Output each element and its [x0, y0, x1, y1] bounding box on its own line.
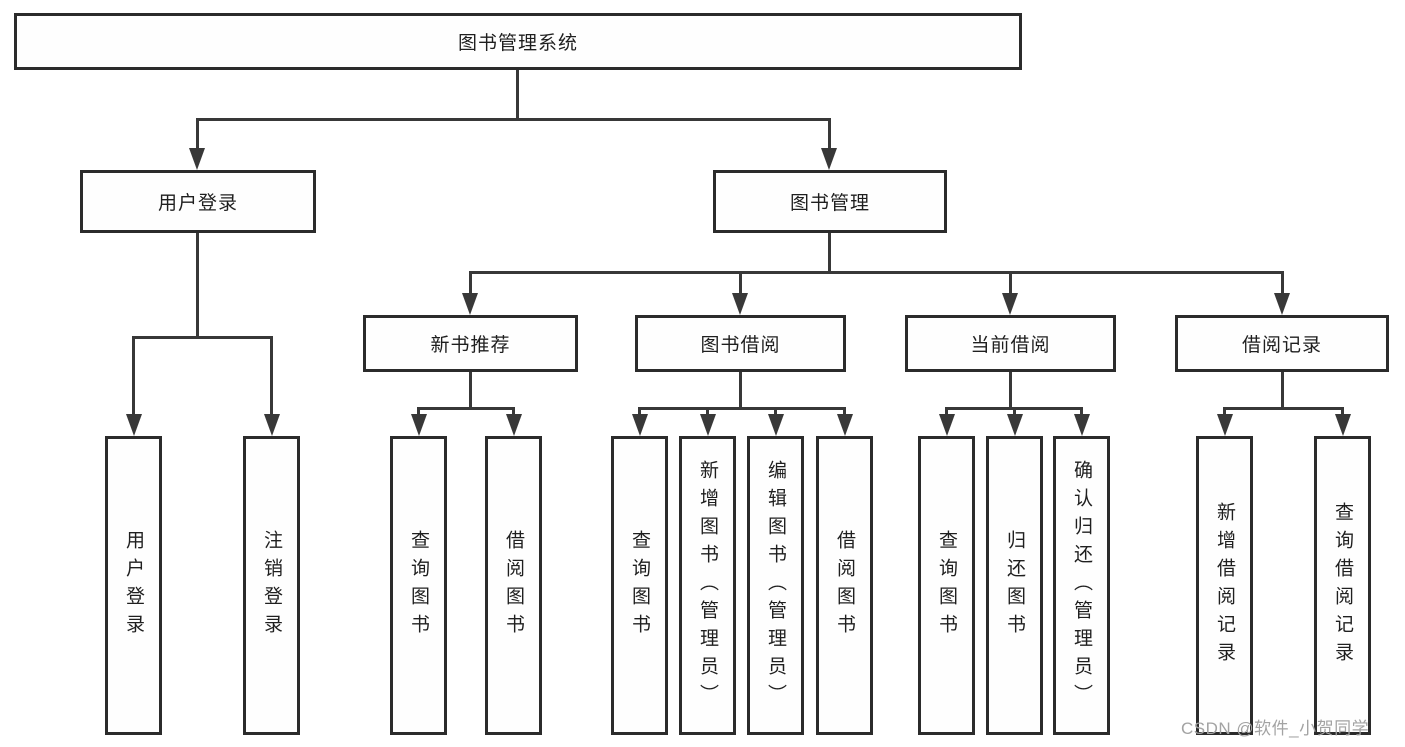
connector-drop-current-borrow: [1009, 271, 1012, 297]
connector-drop-new-book: [469, 271, 472, 297]
arrowhead-bb-borrow: [837, 414, 853, 436]
arrowhead-cb-query: [939, 414, 955, 436]
connector-drop-cb-return: [1013, 407, 1016, 419]
arrowhead-book-borrow: [732, 293, 748, 315]
arrowhead-bb-edit: [768, 414, 784, 436]
connector-root-stem: [516, 70, 519, 118]
arrowhead-bb-query: [632, 414, 648, 436]
leaf-newbook-borrow-books-label: 借阅图书: [503, 529, 524, 642]
connector-drop-bb-borrow: [843, 407, 846, 419]
node-root-system: 图书管理系统: [14, 13, 1022, 70]
connector-drop-bb-add: [706, 407, 709, 419]
arrowhead-user-login: [189, 148, 205, 170]
connector-drop-br-add: [1223, 407, 1226, 419]
connector-drop-leaf-login: [132, 336, 135, 416]
leaf-edit-books-admin-label: 编辑图书（管理员）: [765, 459, 786, 712]
node-current-borrow: 当前借阅: [905, 315, 1116, 372]
connector-drop-book-borrow: [739, 271, 742, 297]
node-book-borrow: 图书借阅: [635, 315, 846, 372]
leaf-return-books: 归还图书: [986, 436, 1043, 735]
leaf-user-login: 用户登录: [105, 436, 162, 735]
leaf-borrow-query-books: 查询图书: [611, 436, 668, 735]
arrowhead-cb-return: [1007, 414, 1023, 436]
connector-drop-cb-query: [945, 407, 948, 419]
leaf-current-query-books: 查询图书: [918, 436, 975, 735]
connector-user-login-stem: [196, 233, 199, 336]
arrowhead-new-book: [462, 293, 478, 315]
leaf-edit-books-admin: 编辑图书（管理员）: [747, 436, 804, 735]
node-borrow-records: 借阅记录: [1175, 315, 1389, 372]
connector-book-borrow-stem: [739, 372, 742, 407]
arrowhead-book-management: [821, 148, 837, 170]
connector-drop-nb-borrow: [512, 407, 515, 419]
leaf-borrow-query-books-label: 查询图书: [629, 529, 650, 642]
node-book-management: 图书管理: [713, 170, 947, 233]
connector-drop-br-query: [1341, 407, 1344, 419]
connector-drop-user-login: [196, 118, 199, 152]
arrowhead-bb-add: [700, 414, 716, 436]
connector-drop-bb-query: [638, 407, 641, 419]
node-new-book-recommend: 新书推荐: [363, 315, 578, 372]
connector-level1-bar: [196, 118, 830, 121]
connector-book-management-stem: [828, 233, 831, 271]
connector-drop-cb-confirm: [1080, 407, 1083, 419]
leaf-user-login-label: 用户登录: [123, 529, 144, 642]
leaf-confirm-return-admin-label: 确认归还（管理员）: [1071, 459, 1092, 712]
connector-drop-nb-query: [417, 407, 420, 419]
arrowhead-nb-query: [411, 414, 427, 436]
arrowhead-nb-borrow: [506, 414, 522, 436]
leaf-current-query-books-label: 查询图书: [936, 529, 957, 642]
node-root-label: 图书管理系统: [457, 33, 578, 54]
connector-new-book-bar: [417, 407, 514, 410]
connector-borrow-records-bar: [1223, 407, 1343, 410]
node-current-borrow-label: 当前借阅: [970, 335, 1051, 356]
leaf-logout: 注销登录: [243, 436, 300, 735]
leaf-logout-label: 注销登录: [261, 529, 282, 642]
connector-borrow-records-stem: [1281, 372, 1284, 407]
leaf-return-books-label: 归还图书: [1004, 529, 1025, 642]
connector-drop-book-management: [828, 118, 831, 152]
connector-drop-borrow-records: [1281, 271, 1284, 297]
leaf-borrow-books: 借阅图书: [816, 436, 873, 735]
connector-drop-bb-edit: [774, 407, 777, 419]
connector-level2-bar: [469, 271, 1283, 274]
arrowhead-cb-confirm: [1074, 414, 1090, 436]
leaf-newbook-query-books-label: 查询图书: [408, 529, 429, 642]
leaf-add-books-admin: 新增图书（管理员）: [679, 436, 736, 735]
leaf-query-borrow-record: 查询借阅记录: [1314, 436, 1371, 735]
leaf-add-books-admin-label: 新增图书（管理员）: [697, 459, 718, 712]
node-user-login: 用户登录: [80, 170, 316, 233]
node-user-login-label: 用户登录: [157, 193, 238, 214]
leaf-confirm-return-admin: 确认归还（管理员）: [1053, 436, 1110, 735]
leaf-add-borrow-record: 新增借阅记录: [1196, 436, 1253, 735]
leaf-add-borrow-record-label: 新增借阅记录: [1214, 501, 1235, 670]
connector-current-borrow-stem: [1009, 372, 1012, 407]
leaf-query-borrow-record-label: 查询借阅记录: [1332, 501, 1353, 670]
arrowhead-br-query: [1335, 414, 1351, 436]
arrowhead-br-add: [1217, 414, 1233, 436]
connector-book-borrow-bar: [638, 407, 846, 410]
leaf-newbook-borrow-books: 借阅图书: [485, 436, 542, 735]
leaf-newbook-query-books: 查询图书: [390, 436, 447, 735]
node-new-book-recommend-label: 新书推荐: [430, 335, 511, 356]
connector-user-login-bar: [132, 336, 272, 339]
connector-new-book-stem: [469, 372, 472, 407]
node-book-management-label: 图书管理: [789, 193, 870, 214]
arrowhead-current-borrow: [1002, 293, 1018, 315]
leaf-borrow-books-label: 借阅图书: [834, 529, 855, 642]
node-book-borrow-label: 图书借阅: [700, 335, 781, 356]
arrowhead-leaf-login: [126, 414, 142, 436]
node-borrow-records-label: 借阅记录: [1241, 335, 1322, 356]
csdn-watermark: CSDN @软件_小贺同学: [1181, 719, 1370, 738]
arrowhead-borrow-records: [1274, 293, 1290, 315]
connector-drop-leaf-logout: [270, 336, 273, 416]
arrowhead-leaf-logout: [264, 414, 280, 436]
